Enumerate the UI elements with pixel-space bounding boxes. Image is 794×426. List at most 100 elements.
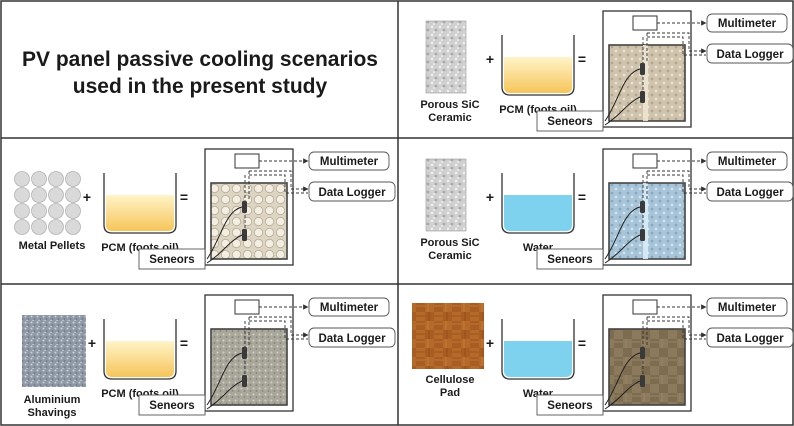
data-logger-label: Data Logger (716, 187, 784, 199)
meter-box-icon (234, 153, 260, 169)
wire-logger-1 (249, 170, 309, 192)
material-label: Porous SiC (420, 237, 479, 249)
wire-logger-2 (647, 320, 706, 340)
multimeter-box (706, 13, 788, 33)
sensors-label-box (138, 394, 206, 416)
plus-sign: + (486, 189, 494, 205)
sensors-label: Seneors (547, 116, 592, 128)
meter-box-icon (234, 299, 260, 315)
material-label: Ceramic (428, 250, 471, 262)
panel-strip (643, 45, 648, 121)
beaker-icon (103, 173, 177, 234)
sensors-label: Seneors (149, 254, 194, 266)
pv-panel-surface (608, 328, 686, 406)
panel-strip (643, 183, 648, 259)
material-label: Ceramic (428, 112, 471, 124)
wire-logger-1 (249, 316, 309, 338)
aluminium-shavings-icon (22, 315, 86, 387)
data-logger-box (308, 181, 396, 202)
multimeter-box (308, 151, 390, 171)
beaker-icon (501, 173, 575, 234)
data-logger-label: Data Logger (318, 187, 386, 199)
data-logger-box (706, 181, 794, 202)
sensor-cable (604, 352, 641, 406)
sensors-label: Seneors (149, 400, 194, 412)
data-logger-label: Data Logger (716, 333, 784, 345)
sensors-label-box (536, 248, 604, 270)
wire-logger-1 (647, 316, 707, 338)
multimeter-label: Multimeter (320, 302, 379, 314)
pellet (48, 171, 64, 187)
wire-logger-1 (647, 32, 707, 54)
beaker-icon (501, 35, 575, 96)
equals-sign: = (578, 189, 586, 205)
metal-pellets-icon (14, 171, 81, 235)
material-label: Aluminium (24, 394, 81, 406)
multimeter-box (706, 297, 788, 317)
meter-box-icon (632, 153, 658, 169)
wire-logger-1 (647, 170, 707, 192)
meter-box-icon (632, 15, 658, 31)
beaker-fluid (106, 195, 174, 231)
sensor-cable (604, 96, 641, 126)
pellet (65, 171, 81, 187)
equals-sign: = (578, 335, 586, 351)
multimeter-label: Multimeter (320, 156, 379, 168)
wire-logger-2 (647, 36, 706, 56)
sensor-probe-icon (242, 347, 247, 359)
plus-sign: + (88, 335, 96, 351)
equals-sign: = (578, 51, 586, 67)
beaker-icon (103, 319, 177, 380)
data-logger-box (706, 327, 794, 348)
material-label: Metal Pellets (19, 240, 86, 252)
pellet (31, 219, 47, 235)
pellet (31, 203, 47, 219)
sensor-probe-icon (242, 375, 247, 387)
scenario-cellulose-water: CellulosePad+Water=SeneorsMultimeterData… (412, 294, 794, 416)
material-label: Pad (440, 387, 460, 399)
sensors-label: Seneors (547, 254, 592, 266)
data-logger-box (706, 43, 794, 64)
plus-sign: + (83, 189, 91, 205)
data-logger-box (308, 327, 396, 348)
wire-logger-2 (249, 174, 308, 194)
data-logger-label: Data Logger (716, 49, 784, 61)
multimeter-label: Multimeter (718, 156, 777, 168)
sensor-cable (206, 234, 243, 264)
sensors-label-box (536, 394, 604, 416)
pellet (14, 203, 30, 219)
pv-panel-surface (210, 182, 288, 260)
title-line-2: used in the present study (73, 75, 328, 98)
multimeter-box (308, 297, 390, 317)
cellulose-pad-icon (412, 303, 484, 369)
pellet (14, 219, 30, 235)
sensor-probe-icon (640, 375, 645, 387)
pellet (65, 187, 81, 203)
multimeter-label: Multimeter (718, 18, 777, 30)
scenario-sic-water: Porous SiCCeramic+Water=SeneorsMultimete… (420, 148, 794, 270)
material-label: Porous SiC (420, 99, 479, 111)
sensor-probe-icon (242, 229, 247, 241)
meter-box-icon (632, 299, 658, 315)
pellet (48, 203, 64, 219)
wire-logger-2 (647, 174, 706, 194)
beaker-icon (501, 319, 575, 380)
scenario-pellets-pcm: Metal Pellets+PCM (foots oil)=SeneorsMul… (14, 148, 396, 270)
porous-sic-block-icon (425, 158, 467, 232)
sensor-cable (604, 234, 641, 264)
pellet (65, 203, 81, 219)
multimeter-box (706, 151, 788, 171)
wire-logger-2 (249, 320, 308, 340)
sensors-label: Seneors (547, 400, 592, 412)
sensors-label-box (138, 248, 206, 270)
pellet (48, 187, 64, 203)
sensor-probe-icon (640, 201, 645, 213)
beaker-fluid (504, 57, 572, 93)
equals-sign: = (180, 189, 188, 205)
equals-sign: = (180, 335, 188, 351)
sensor-probe-icon (640, 63, 645, 75)
